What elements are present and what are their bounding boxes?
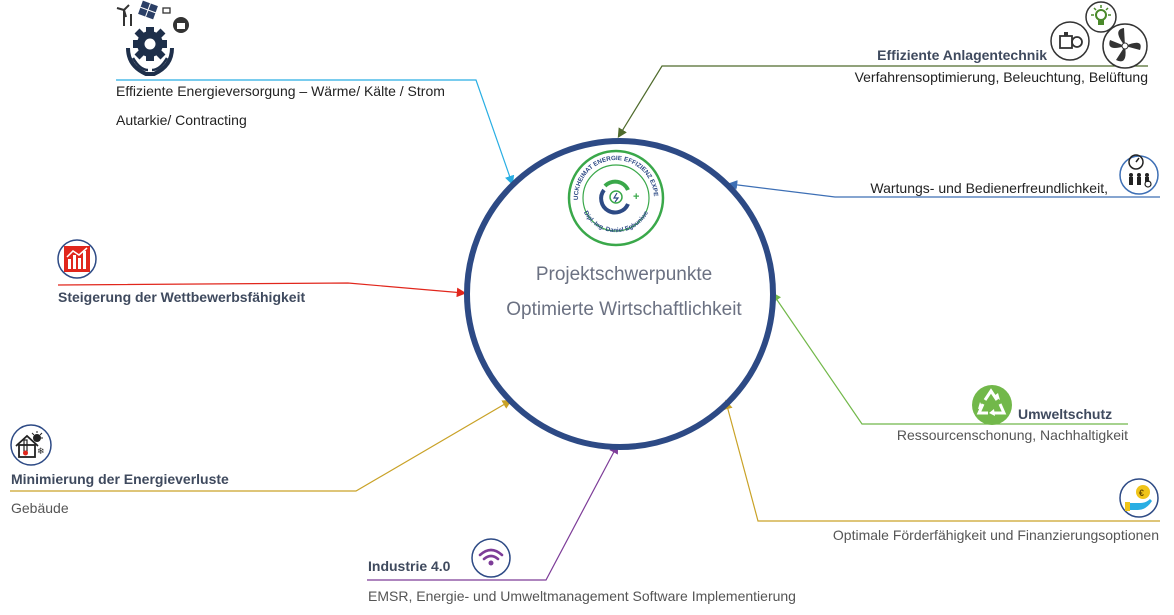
topic-industrie-sub: EMSR, Energie- und Umweltmanagement Soft… xyxy=(368,588,796,604)
topic-industrie-title: Industrie 4.0 xyxy=(368,558,451,574)
bar-chart-growth-icon xyxy=(57,239,97,279)
connector-energieversorgung xyxy=(116,79,515,186)
gear-hands-renewables-icon xyxy=(116,0,189,76)
wireless-signal-icon xyxy=(471,538,511,578)
connector-foerderung xyxy=(723,399,1160,522)
topic-foerderung-title: Optimale Förderfähigkeit und Finanzierun… xyxy=(832,527,1159,543)
center-title: Projektschwerpunkte xyxy=(535,264,713,285)
topic-anlagentechnik-title: Effiziente Anlagentechnik xyxy=(877,47,1047,63)
connector-energieverluste xyxy=(10,399,513,492)
topic-wartung-title: Wartungs- und Bedienerfreundlichkeit, xyxy=(870,180,1108,196)
connector-umweltschutz xyxy=(771,292,1128,425)
connector-industrie xyxy=(367,443,619,581)
topic-energieverluste-title: Minimierung der Energieverluste xyxy=(11,471,229,487)
topic-energieversorgung-sub: Autarkie/ Contracting xyxy=(116,112,247,128)
center-subtitle: Optimierte Wirtschaftlichkeit xyxy=(506,299,742,320)
topic-energieverluste-sub: Gebäude xyxy=(11,500,69,516)
house-thermometer-icon: ❄ xyxy=(10,424,52,466)
svg-text:❄: ❄ xyxy=(37,446,45,456)
center-circle xyxy=(464,138,776,450)
topic-umweltschutz-title: Umweltschutz xyxy=(1018,406,1113,422)
svg-text:+: + xyxy=(633,191,639,203)
logo-ring-text-top: BRUCKHEIMAT ENERGIE EFFIZIENZ EXPERTE xyxy=(0,0,659,200)
topic-energieversorgung-title: Effiziente Energieversorgung – Wärme/ Kä… xyxy=(116,83,445,99)
gauge-people-icon xyxy=(1119,154,1159,195)
connector-wettbewerb xyxy=(57,282,467,298)
euro-hand-icon: € xyxy=(1119,478,1159,518)
pump-lamp-fan-icon xyxy=(1050,1,1148,69)
logo: BRUCKHEIMAT ENERGIE EFFIZIENZ EXPERTE Di… xyxy=(0,0,665,247)
topic-umweltschutz-sub: Ressourcenschonung, Nachhaltigkeit xyxy=(896,427,1128,443)
topic-wettbewerb-title: Steigerung der Wettbewerbsfähigkeit xyxy=(58,289,306,305)
topic-anlagentechnik-sub: Verfahrensoptimierung, Beleuchtung, Belü… xyxy=(854,69,1148,85)
svg-text:BRUCKHEIMAT ENERGIE EFFIZIENZ: BRUCKHEIMAT ENERGIE EFFIZIENZ EXPERTE xyxy=(0,0,659,200)
svg-text:€: € xyxy=(1139,488,1144,498)
recycle-icon xyxy=(972,385,1012,425)
connector-anlagentechnik xyxy=(617,65,1148,139)
connector-wartung xyxy=(727,180,1160,198)
